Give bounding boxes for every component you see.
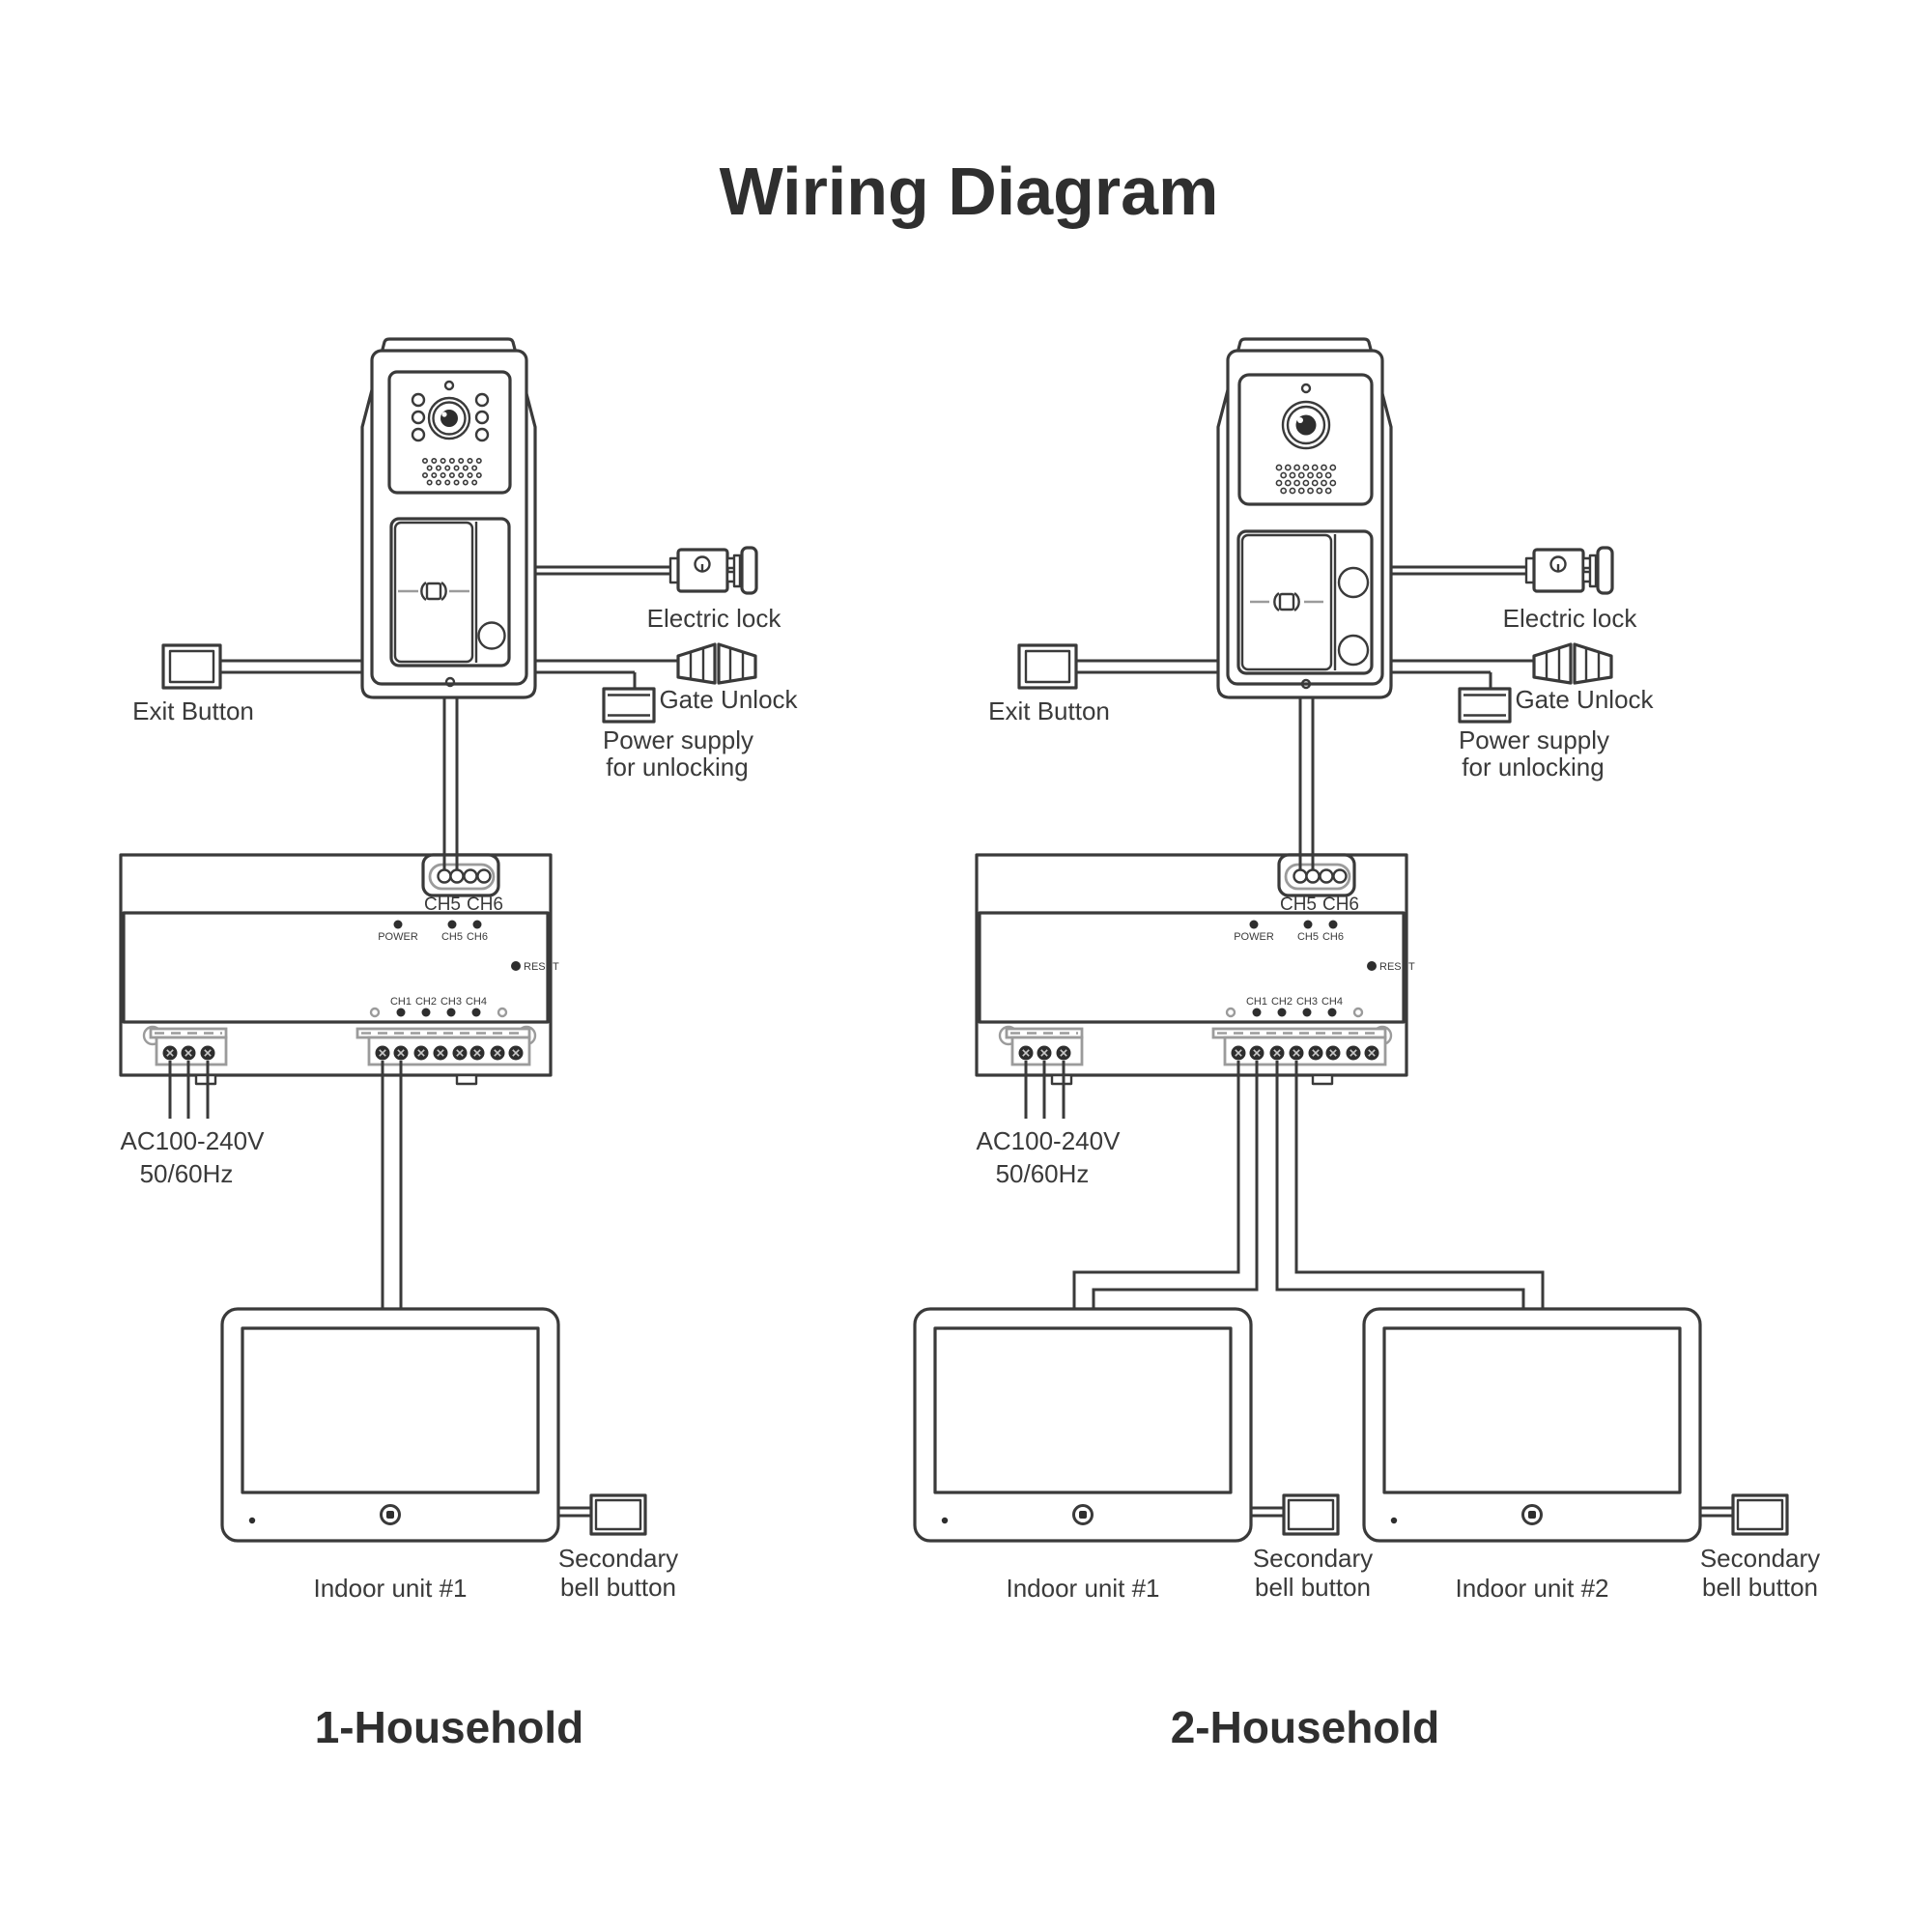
diagram-1-household	[121, 337, 758, 1541]
label-ac-frequency-2: 50/60Hz	[995, 1159, 1090, 1188]
label-exit-button-2: Exit Button	[988, 696, 1110, 725]
call-button-icon	[477, 621, 506, 650]
label-power-supply-1-line1: Power supply	[602, 725, 754, 754]
speaker-grille-icon	[421, 457, 482, 486]
label-exit-button-1: Exit Button	[132, 696, 254, 725]
indoor-unit-1	[222, 1309, 645, 1541]
ir-led-icons	[411, 392, 490, 442]
speaker-grille-icon	[1275, 464, 1337, 495]
label-secondary-bell-2a-line1: Secondary	[1252, 1544, 1374, 1573]
call-button-2-icon	[1337, 634, 1370, 667]
wires	[168, 697, 459, 1319]
exit-button-device	[161, 643, 363, 690]
camera-icon	[1281, 400, 1331, 450]
page-title: Wiring Diagram	[719, 154, 1219, 229]
label-power-supply-1-line2: for unlocking	[606, 753, 749, 781]
label-secondary-bell-2b-line2: bell button	[1702, 1573, 1818, 1602]
label-gate-unlock-2: Gate Unlock	[1515, 685, 1654, 714]
label-gate-unlock-1: Gate Unlock	[659, 685, 798, 714]
label-indoor-unit-2a: Indoor unit #1	[1006, 1574, 1160, 1603]
camera-icon	[427, 396, 471, 440]
label-ac-voltage-2: AC100-240V	[976, 1126, 1121, 1155]
label-electric-lock-2: Electric lock	[1502, 604, 1637, 633]
label-power-supply-2-line2: for unlocking	[1462, 753, 1605, 781]
label-electric-lock-1: Electric lock	[646, 604, 781, 633]
door-station-1	[360, 337, 537, 699]
label-secondary-bell-2a-line2: bell button	[1255, 1573, 1371, 1602]
label-2-household: 2-Household	[1170, 1702, 1440, 1752]
electric-lock-device	[533, 546, 758, 595]
distribution-unit	[977, 855, 1415, 1084]
label-1-household: 1-Household	[314, 1702, 584, 1752]
label-ac-frequency-1: 50/60Hz	[139, 1159, 234, 1188]
label-ac-voltage-1: AC100-240V	[120, 1126, 265, 1155]
rfid-card-icon	[398, 582, 469, 601]
reader-and-button-panel	[1236, 529, 1374, 675]
label-indoor-unit-1: Indoor unit #1	[313, 1574, 468, 1603]
label-indoor-unit-2b: Indoor unit #2	[1455, 1574, 1609, 1603]
camera-panel	[387, 370, 512, 495]
wires	[1024, 697, 1545, 1319]
indoor-unit-1	[915, 1309, 1338, 1541]
diagram-2-household	[915, 337, 1787, 1541]
label-secondary-bell-2b-line1: Secondary	[1699, 1544, 1821, 1573]
electric-lock-device	[1389, 546, 1614, 595]
label-power-supply-2-line1: Power supply	[1458, 725, 1610, 754]
label-secondary-bell-1-line2: bell button	[560, 1573, 676, 1602]
exit-button-device	[1017, 643, 1219, 690]
call-button-1-icon	[1337, 566, 1370, 599]
camera-panel	[1237, 373, 1374, 506]
label-secondary-bell-1-line1: Secondary	[557, 1544, 679, 1573]
rfid-card-icon	[1250, 592, 1323, 611]
indoor-unit-2	[1364, 1309, 1787, 1541]
reader-and-button-panel	[389, 517, 511, 668]
door-station-2	[1216, 337, 1393, 699]
distribution-unit	[121, 855, 559, 1084]
